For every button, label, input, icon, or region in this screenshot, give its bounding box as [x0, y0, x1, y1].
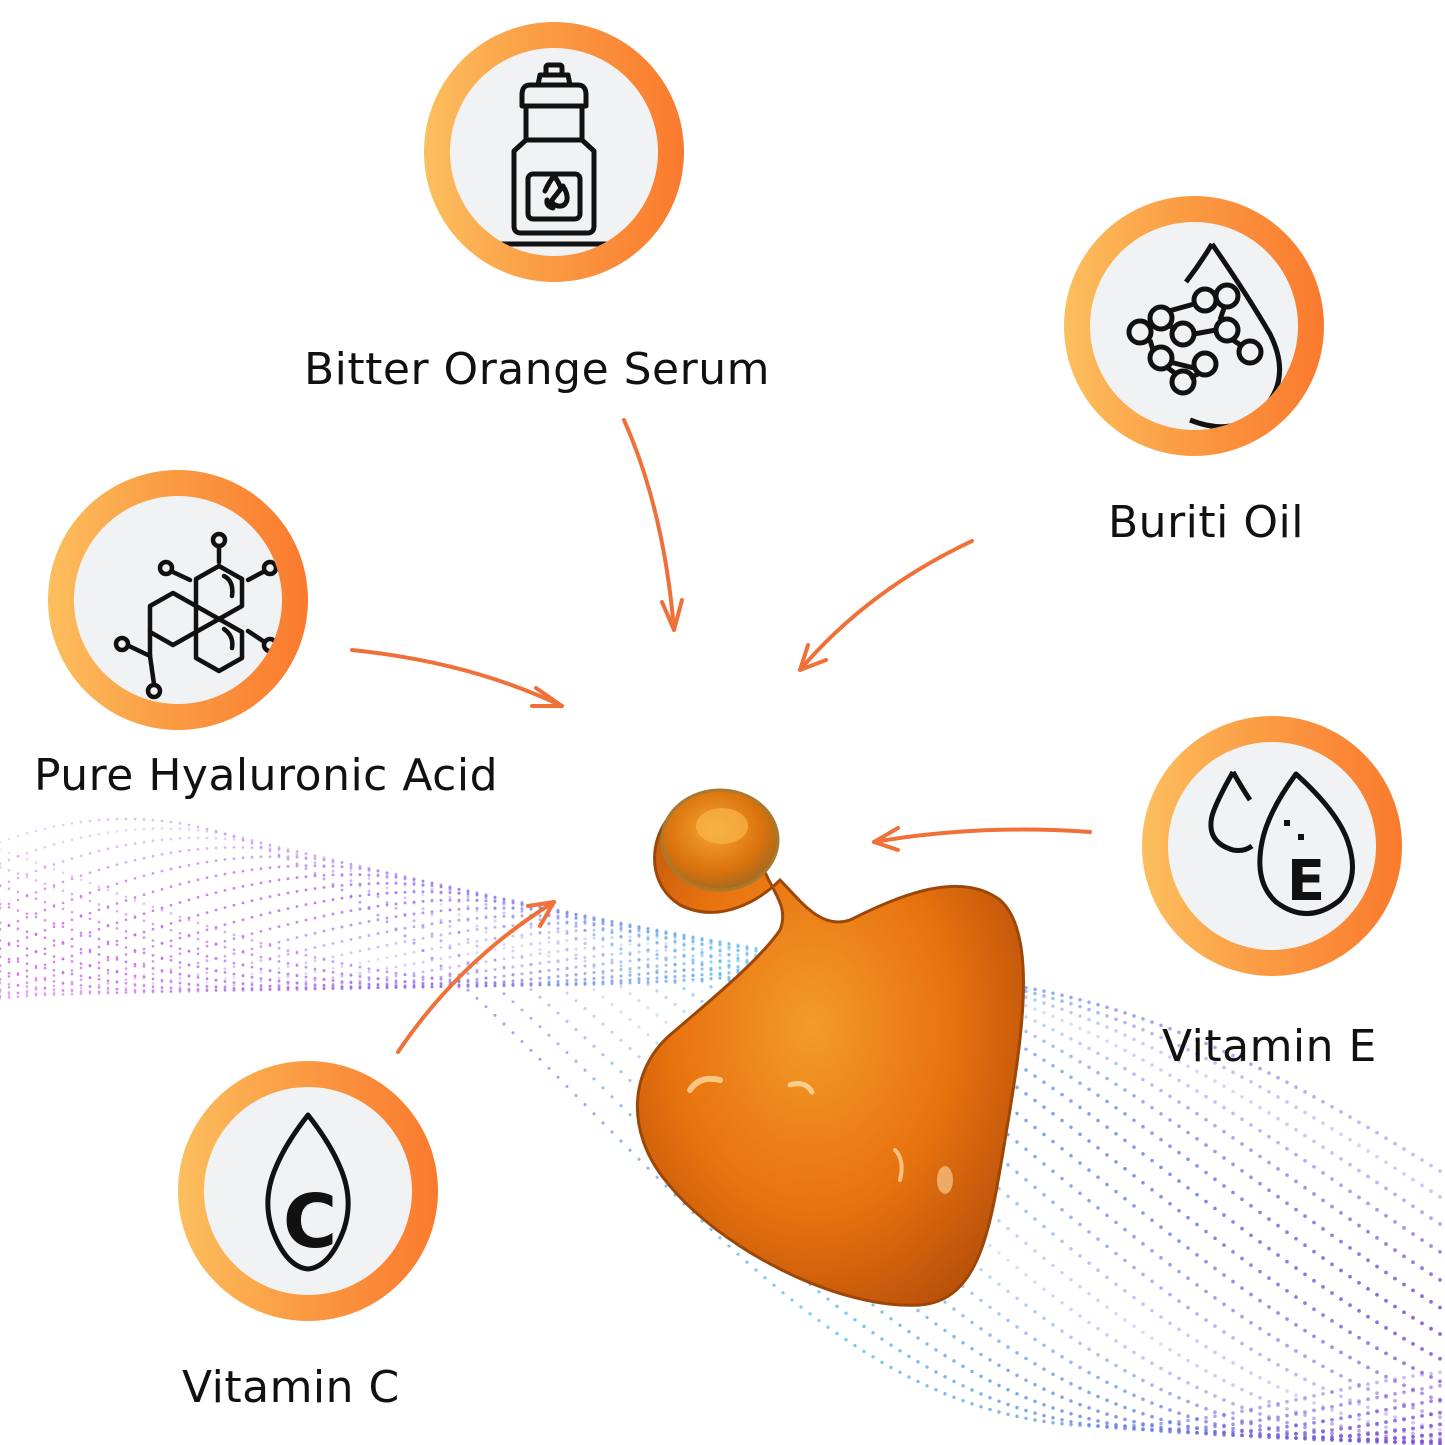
molecule-structure-icon: [113, 531, 279, 700]
buriti-oil-label: Buriti Oil: [1108, 497, 1304, 548]
arrow-from-buriti-oil: [798, 539, 974, 672]
bitter-orange-serum-badge: [424, 22, 684, 282]
serum-bottle-icon: [499, 62, 609, 247]
arrow-from-vitamin-e: [872, 826, 1092, 852]
vitamin-c-label: Vitamin C: [182, 1362, 400, 1413]
vitamin-e-badge: E: [1142, 716, 1402, 976]
bitter-orange-serum-label: Bitter Orange Serum: [304, 344, 770, 395]
hyaluronic-acid-label: Pure Hyaluronic Acid: [34, 750, 499, 801]
hyaluronic-acid-badge: [48, 470, 308, 730]
buriti-oil-badge: [1064, 196, 1324, 456]
arrow-from-bitter-orange-serum: [622, 418, 684, 632]
svg-text:C: C: [283, 1179, 337, 1265]
vitamin-c-drop-icon: C: [265, 1112, 351, 1272]
arrow-from-hyaluronic-acid: [350, 648, 564, 708]
arrow-from-vitamin-c: [396, 900, 556, 1054]
vitamin-e-drops-icon: E: [1208, 770, 1355, 916]
molecule-drop-icon: [1126, 242, 1283, 430]
svg-text:E: E: [1287, 849, 1325, 914]
vitamin-c-badge: C: [178, 1061, 438, 1321]
vitamin-e-label: Vitamin E: [1162, 1021, 1377, 1072]
